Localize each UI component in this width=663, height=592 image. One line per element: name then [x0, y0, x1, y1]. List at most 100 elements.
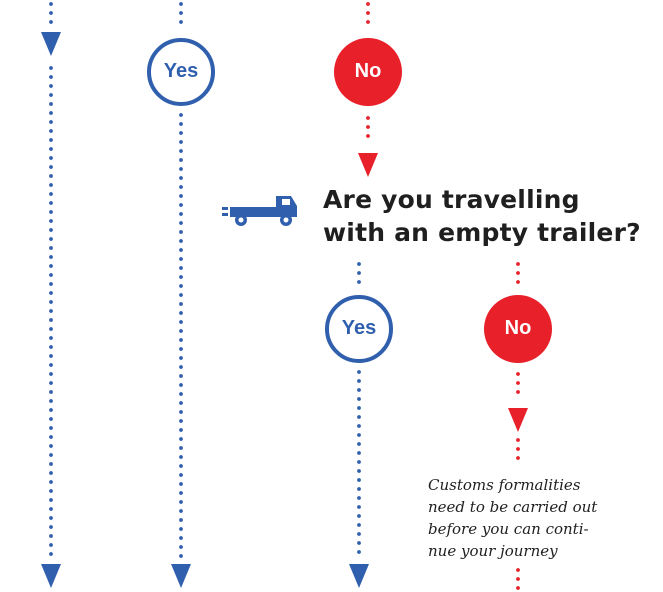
connector-dot-col1-main — [49, 453, 53, 457]
connector-dot-col1-main — [49, 120, 53, 124]
connector-dot-col4-main — [357, 541, 361, 545]
connector-dot-col1-top — [49, 11, 53, 15]
connector-dot-col1-main — [49, 84, 53, 88]
connector-dot-col2-main — [179, 428, 183, 432]
connector-dot-col1-main — [49, 111, 53, 115]
connector-dot-col2-main — [179, 131, 183, 135]
connector-dot-col4-main — [357, 388, 361, 392]
arrowhead-red-col3 — [358, 153, 378, 177]
connector-dot-col5-mid — [516, 381, 520, 385]
connector-dot-col1-main — [49, 165, 53, 169]
connector-dot-col1-main — [49, 489, 53, 493]
connector-dot-col3-top — [366, 2, 370, 6]
note-line-2: need to be carried out — [428, 498, 598, 516]
connector-dots — [49, 2, 520, 590]
connector-dot-col4-main — [357, 451, 361, 455]
connector-dot-col2-main — [179, 257, 183, 261]
connector-dot-col4-main — [357, 433, 361, 437]
connector-dot-col1-main — [49, 129, 53, 133]
connector-dot-col1-main — [49, 309, 53, 313]
connector-dot-col1-main — [49, 327, 53, 331]
connector-dot-col1-main — [49, 444, 53, 448]
connector-dot-col2-top — [179, 20, 183, 24]
connector-dot-col1-main — [49, 210, 53, 214]
connector-dot-col2-main — [179, 185, 183, 189]
connector-dot-col4-main — [357, 379, 361, 383]
connector-dot-col5-bottom — [516, 586, 520, 590]
yes-node-top — [147, 38, 215, 106]
connector-dot-col1-main — [49, 336, 53, 340]
question-line-2: with an empty trailer? — [323, 218, 641, 247]
connector-dot-col2-main — [179, 419, 183, 423]
connector-dot-col2-main — [179, 536, 183, 540]
connector-dot-col1-main — [49, 318, 53, 322]
connector-dot-col1-main — [49, 264, 53, 268]
connector-dot-col1-main — [49, 399, 53, 403]
connector-dot-col5-low — [516, 456, 520, 460]
customs-note: Customs formalities need to be carried o… — [428, 474, 628, 562]
connector-dot-col1-main — [49, 174, 53, 178]
note-line-4: nue your journey — [428, 542, 558, 560]
connector-dot-col1-main — [49, 138, 53, 142]
connector-dot-col2-main — [179, 293, 183, 297]
connector-dot-col5-top — [516, 280, 520, 284]
connector-dot-col1-main — [49, 435, 53, 439]
connector-dot-col5-bottom — [516, 577, 520, 581]
arrowhead-blue-col4-bottom — [349, 564, 369, 588]
connector-dot-col2-main — [179, 176, 183, 180]
connector-dot-col3-mid — [366, 134, 370, 138]
connector-dot-col2-main — [179, 338, 183, 342]
connector-dot-col4-main — [357, 532, 361, 536]
connector-dot-col1-main — [49, 471, 53, 475]
connector-dot-col1-main — [49, 417, 53, 421]
connector-dot-col4-main — [357, 424, 361, 428]
connector-dot-col5-low — [516, 438, 520, 442]
connector-dot-col5-bottom — [516, 568, 520, 572]
connector-dot-col2-main — [179, 365, 183, 369]
connector-dot-col1-main — [49, 408, 53, 412]
connector-dot-col2-main — [179, 347, 183, 351]
connector-dot-col2-main — [179, 500, 183, 504]
connector-dot-col2-main — [179, 221, 183, 225]
connector-dot-col2-main — [179, 464, 183, 468]
connector-dot-col1-main — [49, 219, 53, 223]
connector-dot-col4-main — [357, 370, 361, 374]
connector-dot-col2-main — [179, 473, 183, 477]
connector-dot-col2-main — [179, 392, 183, 396]
connector-dot-col4-main — [357, 514, 361, 518]
connector-dot-col5-top — [516, 271, 520, 275]
connector-dot-col4-top — [357, 271, 361, 275]
connector-dot-col4-main — [357, 478, 361, 482]
connector-dot-col3-mid — [366, 116, 370, 120]
connector-dot-col1-main — [49, 183, 53, 187]
connector-dot-col4-main — [357, 550, 361, 554]
connector-dot-col4-main — [357, 496, 361, 500]
connector-dot-col2-main — [179, 158, 183, 162]
connector-dot-col1-main — [49, 462, 53, 466]
connector-dot-col1-main — [49, 66, 53, 70]
connector-dot-col2-main — [179, 455, 183, 459]
note-line-3: before you can conti- — [428, 520, 589, 538]
connector-dot-col1-main — [49, 192, 53, 196]
arrowhead-red-col5 — [508, 408, 528, 432]
connector-dot-col2-main — [179, 212, 183, 216]
connector-dot-col1-top — [49, 20, 53, 24]
connector-dot-col2-main — [179, 302, 183, 306]
connector-dot-col5-mid — [516, 372, 520, 376]
connector-dot-col1-main — [49, 534, 53, 538]
connector-dot-col2-main — [179, 482, 183, 486]
connector-dot-col2-main — [179, 248, 183, 252]
connector-dot-col1-main — [49, 93, 53, 97]
connector-dot-col1-main — [49, 291, 53, 295]
connector-dot-col1-main — [49, 525, 53, 529]
connector-dot-col2-main — [179, 518, 183, 522]
connector-dot-col2-main — [179, 401, 183, 405]
connector-dot-col2-main — [179, 374, 183, 378]
connector-dot-col2-main — [179, 113, 183, 117]
connector-dot-col1-main — [49, 345, 53, 349]
connector-dot-col2-main — [179, 554, 183, 558]
connector-dot-col5-low — [516, 447, 520, 451]
connector-dot-col4-main — [357, 487, 361, 491]
connector-dot-col1-main — [49, 228, 53, 232]
connector-dot-col1-main — [49, 282, 53, 286]
